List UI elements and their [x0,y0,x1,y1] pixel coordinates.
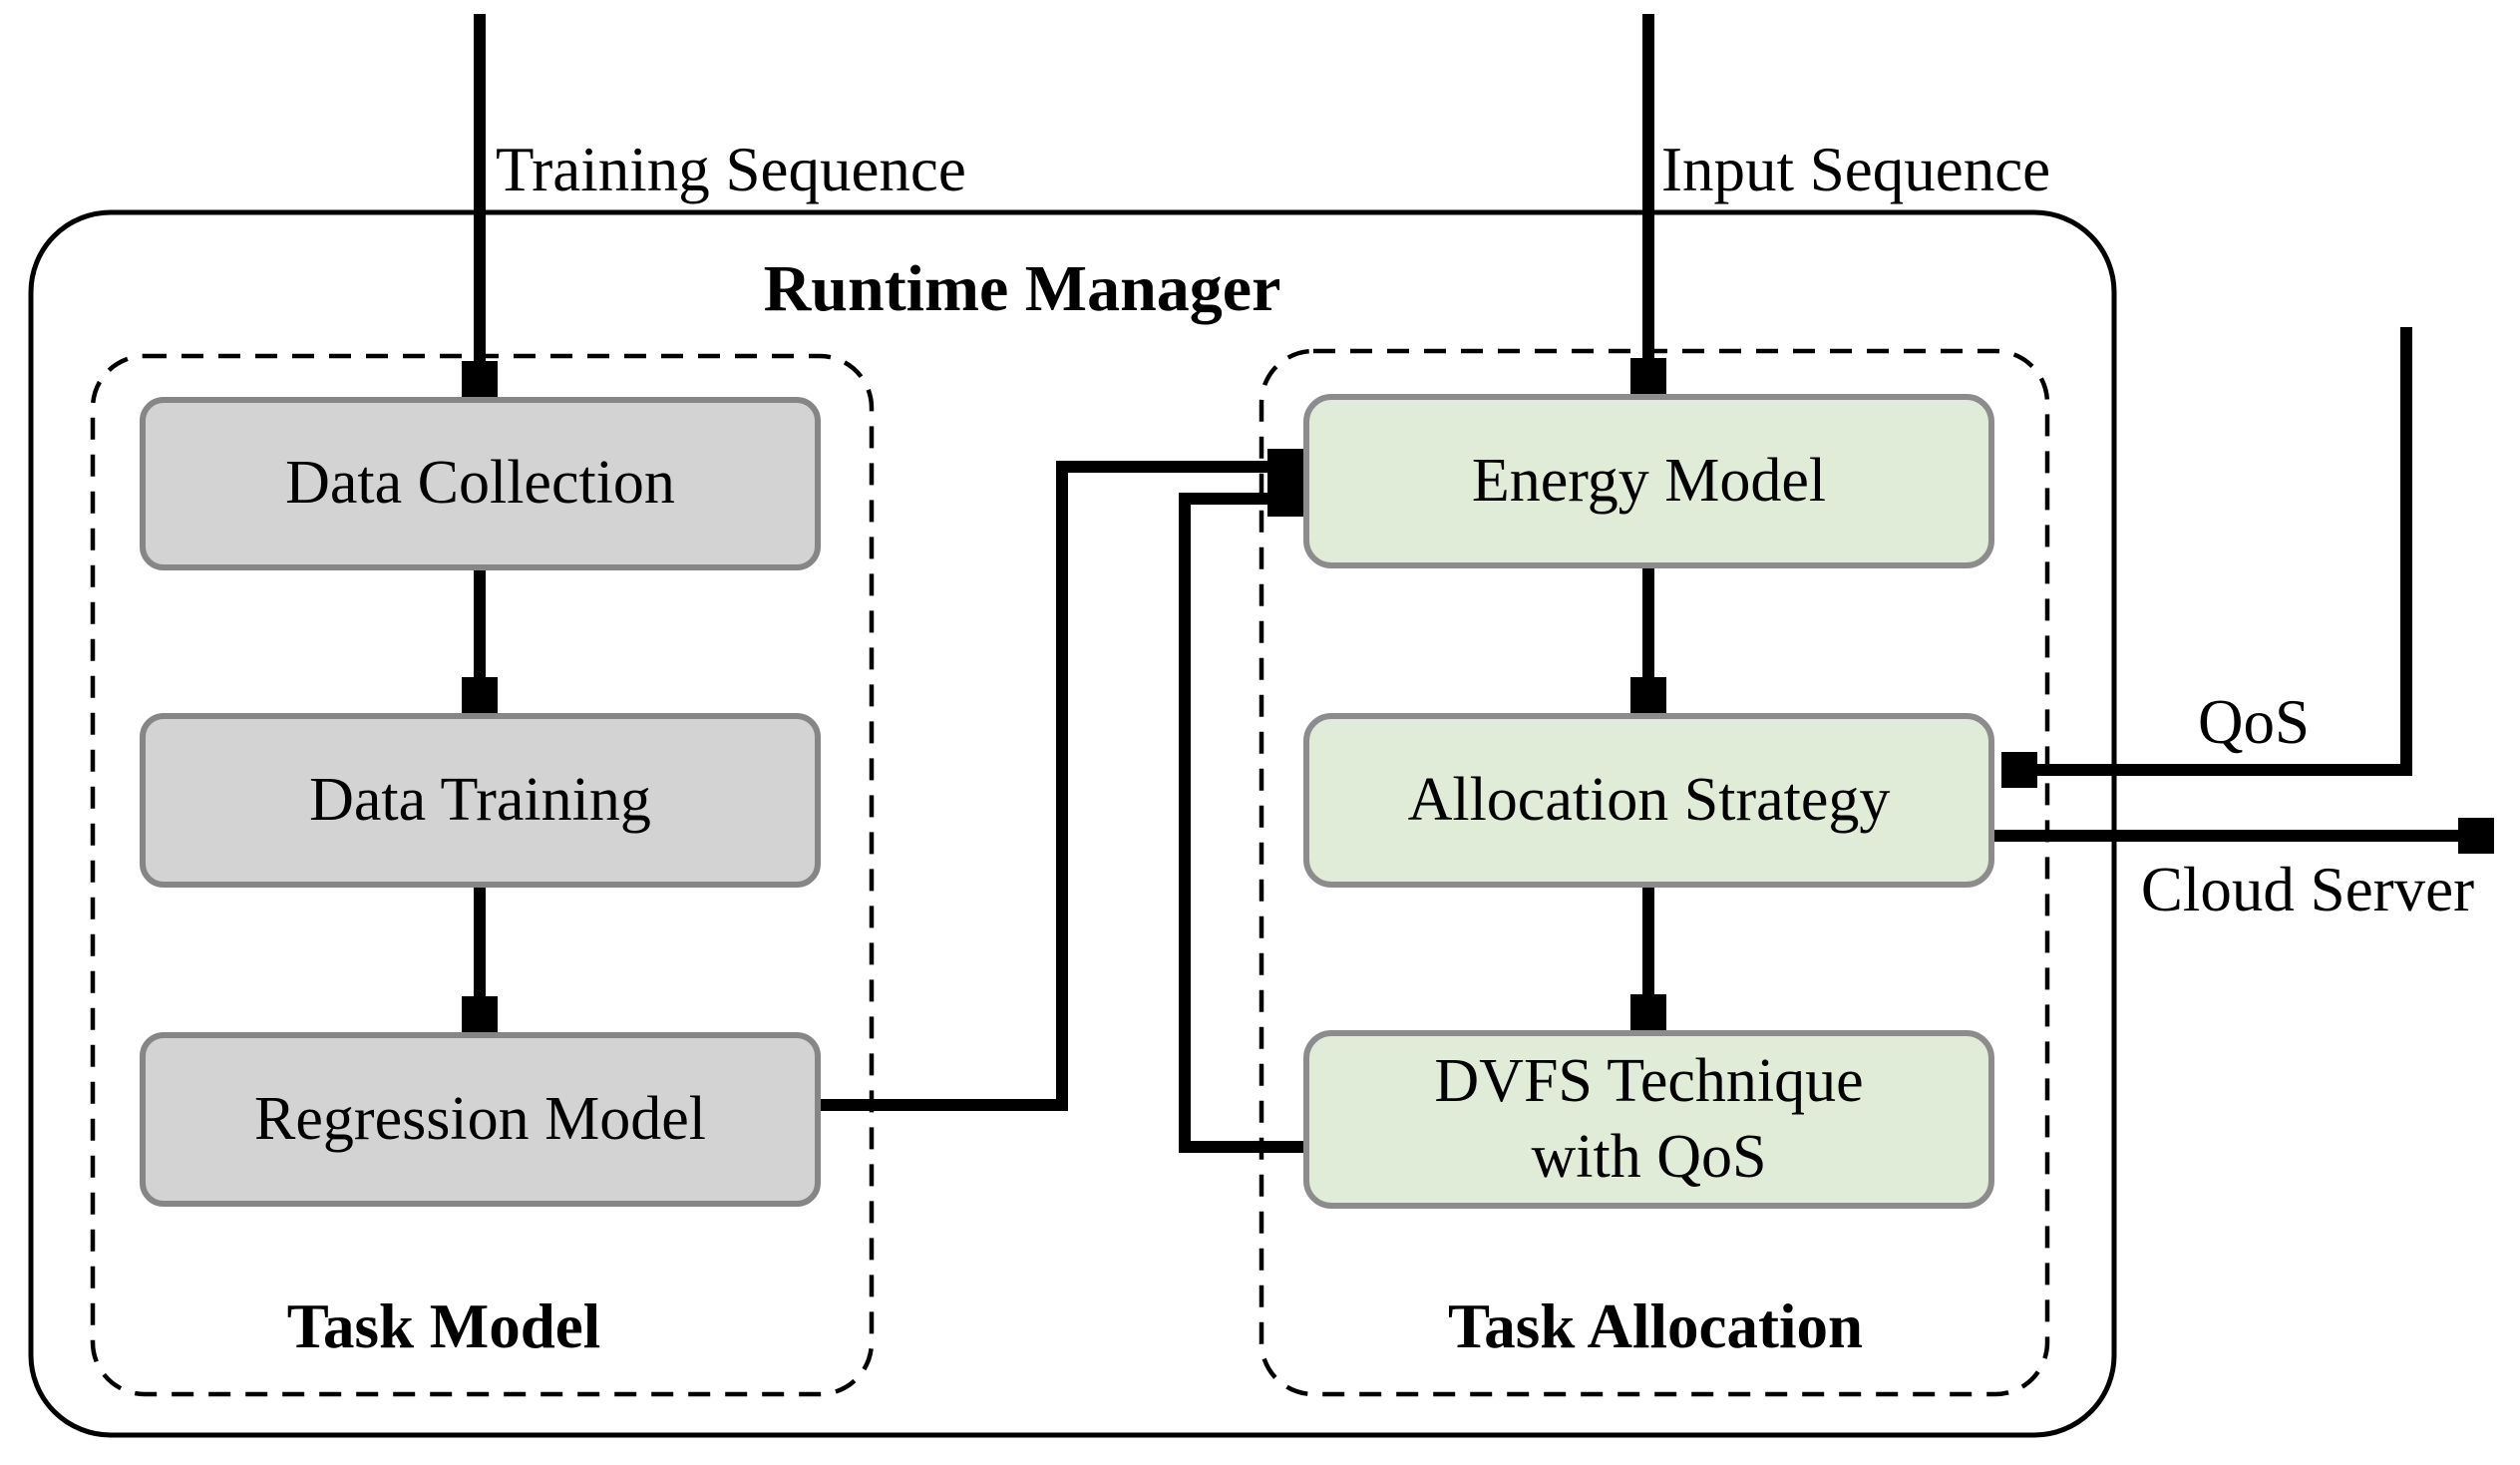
training-sequence-label: Training Sequence [496,135,966,204]
qos-label: QoS [2197,687,2311,757]
regression-model-node: Regression Model [140,1032,821,1207]
task-allocation-label: Task Allocation [1447,1291,1864,1361]
input-sequence-label: Input Sequence [1661,135,2051,204]
allocation-strategy-node: Allocation Strategy [1303,713,1994,888]
energy-model-node: Energy Model [1303,394,1994,568]
qos-input-arrow [2010,327,2412,770]
task-model-label: Task Model [286,1291,601,1361]
cloud-server-label: Cloud Server [2140,855,2475,924]
runtime-manager-title: Runtime Manager [763,252,1281,325]
regression-to-energy-arrow [821,467,1294,1111]
data-training-node: Data Training [140,713,821,888]
dvfs-to-energy-feedback-arrow [1179,499,1303,1153]
runtime-manager-border [28,209,2117,1438]
dvfs-technique-node: DVFS Technique with QoS [1303,1030,1994,1209]
data-collection-node: Data Collection [140,397,821,570]
